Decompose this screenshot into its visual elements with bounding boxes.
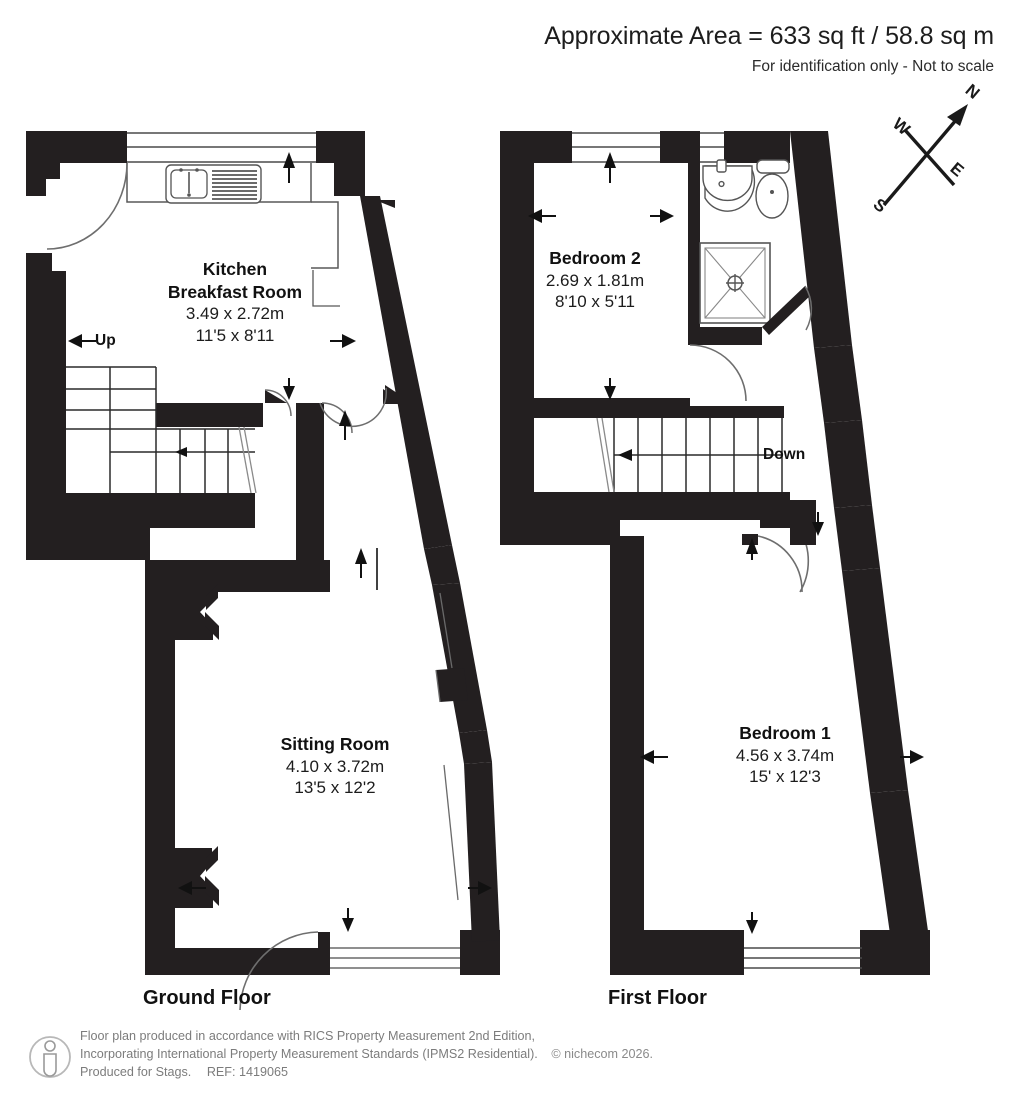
room-dim-imperial-sitting-room: 13'5 x 12'2 <box>294 778 376 798</box>
footer-disclaimer: Floor plan produced in accordance with R… <box>80 1028 720 1082</box>
stair-direction-arrow-first <box>618 449 632 461</box>
toilet-icon <box>755 159 790 219</box>
footer-line-2-row: Incorporating International Property Mea… <box>80 1046 720 1064</box>
footer-line-3-row: Produced for Stags. REF: 1419065 <box>80 1064 720 1082</box>
stair-label-up: Up <box>95 332 116 349</box>
footer-line-2: Incorporating International Property Mea… <box>80 1046 538 1061</box>
stair-label-down: Down <box>763 446 806 463</box>
bedroom1-door-jamb <box>790 528 816 545</box>
room-name-sitting-room: Sitting Room <box>280 734 390 754</box>
ground-floor-walls <box>26 131 500 975</box>
page-subtitle: For identification only - Not to scale <box>751 58 994 75</box>
compass-rose-icon <box>882 104 968 207</box>
sitting-room-door-swing <box>239 931 319 1011</box>
room-dim-imperial-bedroom-2: 8'10 x 5'11 <box>555 292 635 312</box>
ground-interior-door-swings <box>264 387 388 434</box>
first-floor-walls <box>500 131 930 975</box>
first-floor-plan <box>500 131 930 975</box>
ground-floor-plan <box>26 131 500 1011</box>
room-dim-metric-bedroom-2: 2.69 x 1.81m <box>545 270 645 290</box>
room-name-bedroom-1: Bedroom 1 <box>739 723 831 743</box>
sitting-room-bay-window <box>330 947 460 969</box>
footer-copyright: © nichecom 2026. <box>551 1046 654 1061</box>
ground-dimension-arrows <box>178 152 492 932</box>
room-label-kitchen: Kitchen Breakfast Room 3.49 x 2.72m 11'5… <box>90 258 380 347</box>
footer-produced-for: Produced for Stags. <box>80 1064 192 1079</box>
room-name-kitchen: Kitchen <box>202 259 268 279</box>
room-label-sitting-room: Sitting Room 4.10 x 3.72m 13'5 x 12'2 <box>190 733 480 799</box>
room-label-bedroom-2: Bedroom 2 2.69 x 1.81m 8'10 x 5'11 <box>455 247 735 313</box>
room-name-bedroom-2: Bedroom 2 <box>549 248 641 268</box>
room-label-bedroom-1: Bedroom 1 4.56 x 3.74m 15' x 12'3 <box>640 722 930 788</box>
sitting-room-recesses <box>175 584 219 908</box>
room-dim-imperial-kitchen: 11'5 x 8'11 <box>195 326 275 346</box>
room-name-kitchen-line2: Breakfast Room <box>167 281 303 302</box>
sitting-room-side-window <box>435 592 459 901</box>
ground-floor-staircase <box>66 366 255 493</box>
shower-tray-icon <box>699 242 771 324</box>
kitchen-unit <box>312 270 340 307</box>
page-title: Approximate Area = 633 sq ft / 58.8 sq m <box>544 22 994 50</box>
first-dimension-arrows <box>528 152 924 934</box>
room-dim-metric-sitting-room: 4.10 x 3.72m <box>285 756 385 776</box>
stair-handrail-first <box>596 417 615 493</box>
room-dim-metric-kitchen: 3.49 x 2.72m <box>185 304 285 324</box>
footer-line-1: Floor plan produced in accordance with R… <box>80 1029 536 1043</box>
first-floor-staircase <box>613 418 783 492</box>
floor-title-ground: Ground Floor <box>143 987 271 1009</box>
entrance-door-swing <box>46 162 128 250</box>
room-dim-metric-bedroom-1: 4.56 x 3.74m <box>735 745 835 765</box>
room-dim-imperial-bedroom-1: 15' x 12'3 <box>749 767 821 787</box>
ground-floor-windows <box>127 132 316 163</box>
footer-reference: REF: 1419065 <box>206 1064 289 1079</box>
sink-icon <box>165 164 262 204</box>
washbasin-icon <box>702 159 756 212</box>
landing-door-swing <box>689 344 747 402</box>
bathroom-door <box>762 285 813 335</box>
stair-direction-arrow-ground <box>175 447 187 457</box>
first-floor-windows <box>572 132 862 969</box>
stair-handrail-ground <box>238 426 257 494</box>
person-in-circle-icon <box>29 1036 71 1078</box>
up-arrow <box>68 334 96 348</box>
floor-title-first: First Floor <box>608 987 707 1009</box>
